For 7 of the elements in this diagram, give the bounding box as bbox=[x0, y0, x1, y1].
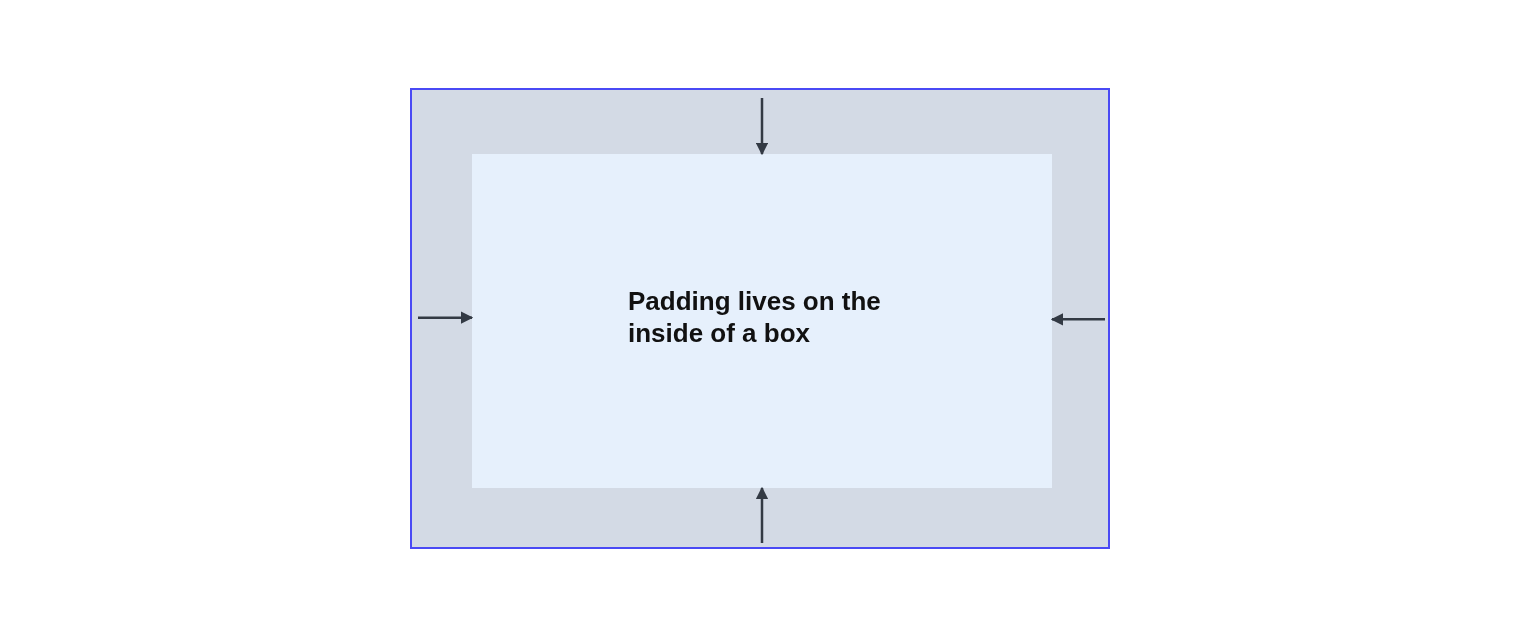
content-box bbox=[472, 154, 1052, 488]
arrow bbox=[418, 311, 474, 324]
outer-box bbox=[410, 88, 1110, 549]
box-caption: Padding lives on the inside of a box bbox=[628, 285, 882, 349]
arrow bbox=[1050, 313, 1105, 326]
arrow bbox=[755, 486, 769, 543]
arrow bbox=[755, 98, 769, 156]
